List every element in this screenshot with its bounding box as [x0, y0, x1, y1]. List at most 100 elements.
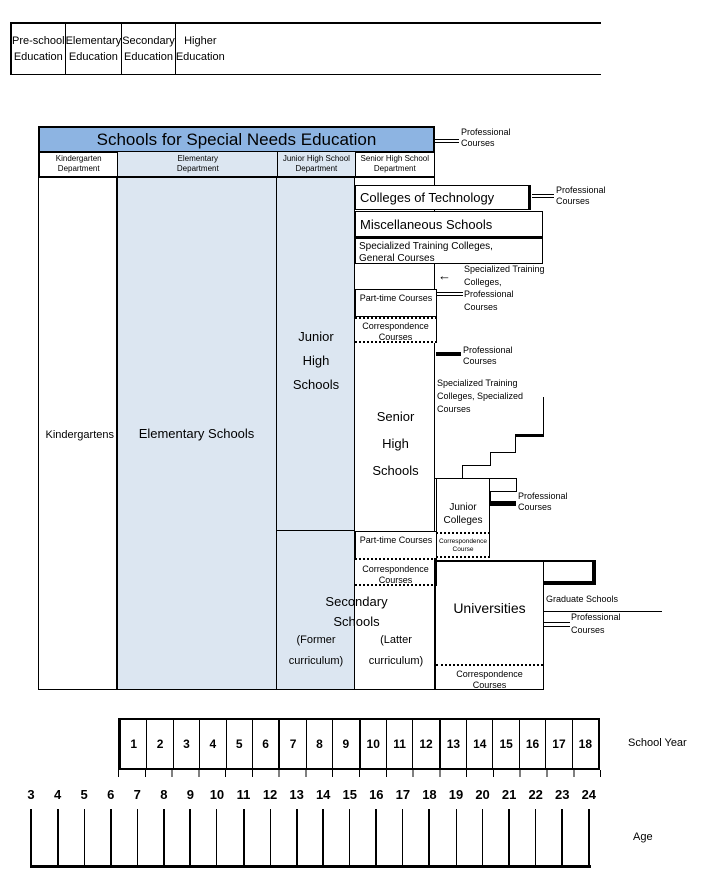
age-number: 23 [555, 787, 570, 802]
univ-correspondence-courses-box: Correspondence Courses [436, 664, 543, 690]
age-tick-slot [498, 809, 520, 866]
age-number: 11 [236, 787, 251, 802]
professional-courses-label: Professional Courses [461, 127, 511, 148]
age-number: 12 [262, 787, 278, 802]
age-tick-slot [233, 809, 255, 866]
school-year-cell: 16 [518, 720, 545, 768]
age-tick-slot [339, 809, 361, 866]
age-tick-slot [551, 809, 573, 866]
age-tick-slot [206, 809, 228, 866]
latter-curriculum-label: (Latter curriculum) [368, 634, 424, 667]
age-number: 10 [209, 787, 225, 802]
universities-box [435, 560, 544, 690]
part-time-courses-box: Part-time Courses [355, 289, 437, 317]
age-tick-line [428, 809, 431, 866]
step-line [490, 492, 491, 502]
stage-header-cell: Pre-school Education [11, 24, 65, 74]
age-tick-slot [126, 809, 148, 866]
step-line [462, 466, 463, 479]
professional-courses-label: Professional Courses [463, 345, 513, 366]
miscellaneous-schools-box: Miscellaneous Schools [355, 211, 543, 237]
age-tick-slot [365, 809, 387, 866]
age-number: 15 [342, 787, 357, 802]
school-year-cell: 12 [412, 720, 438, 768]
stc-professional-name-label: Specialized Training Colleges, [464, 264, 545, 287]
age-tick-line [535, 809, 537, 866]
age-tick-line [136, 809, 138, 866]
age-tick-slot [578, 809, 600, 866]
step-line [515, 437, 516, 453]
school-year-cell: 2 [146, 720, 172, 768]
age-tick-line [189, 809, 192, 866]
step-line [515, 434, 544, 437]
age-tick-line [482, 809, 484, 866]
stage-header-cell: Elementary Education [64, 24, 121, 74]
dept-junior-high: Junior High School Department [277, 152, 355, 176]
age-tick-slot [259, 809, 281, 866]
graduate-schools-label: Graduate Schools [546, 594, 619, 604]
age-ticks-row [20, 809, 600, 866]
part-time-courses-box: Part-time Courses [355, 531, 437, 558]
jc-correspondence-course-box: Correspondence Course [436, 532, 490, 558]
age-tick-slot [445, 809, 467, 866]
junior-colleges-top-line [435, 478, 517, 479]
age-tick-line [269, 809, 271, 866]
age-baseline [30, 865, 591, 868]
school-year-cell: 7 [278, 720, 305, 768]
age-axis-label: Age [633, 831, 653, 843]
school-year-axis-label: School Year [628, 737, 687, 749]
universities-top-line [435, 560, 596, 562]
step-line [516, 478, 517, 492]
age-tick-line [455, 809, 457, 866]
thick-connector [436, 352, 461, 356]
step-line [490, 452, 516, 453]
school-year-cell: 13 [438, 720, 466, 768]
school-year-cell: 3 [172, 720, 199, 768]
stage-header-cell: Higher Education [174, 24, 225, 74]
school-year-cell: 1 [120, 720, 146, 768]
graduate-schools-line [543, 611, 662, 612]
age-tick-slot [153, 809, 175, 866]
age-tick-line [216, 809, 218, 866]
age-number: 3 [27, 787, 35, 802]
school-year-cell: 18 [571, 720, 598, 768]
age-tick-slot [20, 809, 42, 866]
former-curriculum-label: (Former curriculum) [288, 634, 344, 667]
age-tick-slot [472, 809, 494, 866]
professional-courses-label: Professional Courses [556, 185, 606, 206]
age-tick-slot [418, 809, 440, 866]
correspondence-courses-box: Correspondence Courses [355, 558, 437, 586]
secondary-schools-label: Secondary Schools [325, 594, 388, 629]
step-line [490, 491, 517, 492]
connector-double-line [532, 194, 554, 198]
stc-specialized-courses-label: Specialized Training Colleges, Specializ… [437, 378, 524, 414]
universities-notch-line [543, 581, 596, 585]
dept-kindergarten: Kindergarten Department [55, 154, 102, 173]
age-number: 13 [289, 787, 304, 802]
junior-high-schools-label: Junior High Schools [292, 329, 340, 392]
correspondence-courses-box: Correspondence Courses [355, 317, 437, 343]
school-year-cell: 4 [199, 720, 225, 768]
age-tick-slot [392, 809, 414, 866]
age-tick-slot [312, 809, 334, 866]
school-year-cell: 8 [305, 720, 332, 768]
age-tick-slot [73, 809, 95, 866]
age-tick-line [349, 809, 351, 866]
step-line [462, 465, 491, 466]
school-year-cell: 11 [385, 720, 412, 768]
step-line [543, 397, 544, 437]
school-year-cell: 10 [358, 720, 386, 768]
age-tick-line [508, 809, 511, 866]
elementary-column [116, 178, 277, 690]
age-number: 6 [107, 787, 115, 802]
school-year-cell: 17 [545, 720, 571, 768]
kindergarten-column [38, 178, 117, 690]
universities-label: Universities [453, 600, 526, 616]
age-number: 21 [501, 787, 517, 802]
junior-column-divider [277, 530, 355, 531]
age-tick-slot [179, 809, 201, 866]
age-tick-line [30, 809, 32, 866]
